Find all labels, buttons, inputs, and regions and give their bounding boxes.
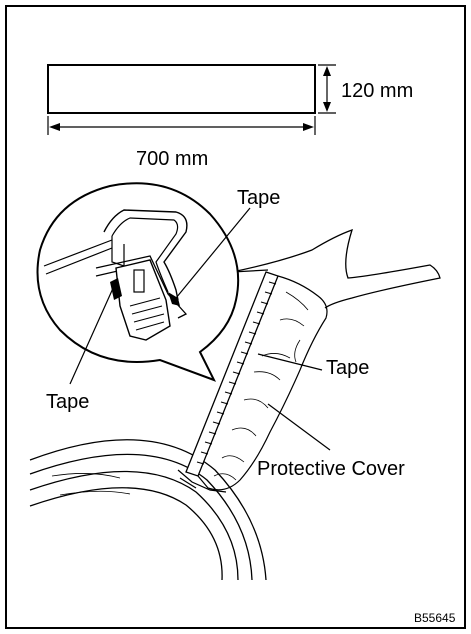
leader-tape-top (175, 207, 251, 299)
callout-tape-left: Tape (46, 391, 89, 413)
width-dimension-label: 700 mm (136, 148, 208, 170)
trim-clip (115, 259, 171, 341)
leader-tape-left (69, 285, 115, 385)
leader-lines (69, 207, 331, 451)
figure-frame (5, 5, 466, 629)
lower-bracket (177, 469, 227, 493)
height-dimension-label: 120 mm (341, 80, 413, 102)
detail-magnifier (36, 182, 240, 382)
callout-tape-right: Tape (326, 357, 369, 379)
figure-code: B55645 (414, 611, 456, 625)
tape-piece-right (168, 292, 180, 306)
wheel-arc (29, 439, 267, 581)
tape-piece-left (110, 278, 122, 300)
callout-tape-top: Tape (237, 187, 280, 209)
leader-tape-right (257, 353, 323, 371)
tape-strip-rectangle (47, 64, 316, 114)
callout-protective-cover: Protective Cover (257, 458, 405, 480)
leader-protective-cover (267, 403, 331, 451)
tape-strip-dimension-drawing: 120 mm 700 mm (47, 64, 413, 170)
